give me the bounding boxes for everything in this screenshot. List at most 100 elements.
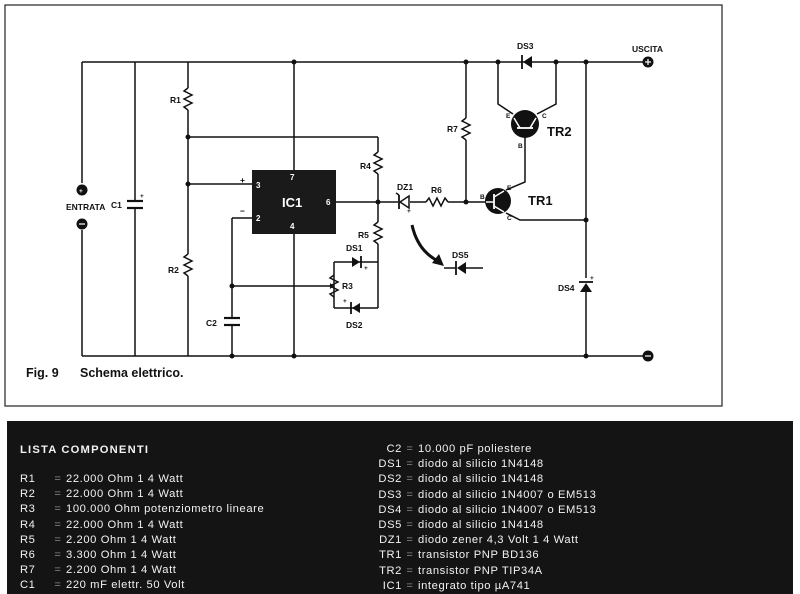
label-ds3: DS3 [517,41,534,51]
component-desc: diodo al silicio 1N4148 [418,473,544,486]
component-row-ds5: DS5 = diodo al silicio 1N4148 [364,519,544,531]
output-terminals [642,56,654,362]
component-desc: integrato tipo µA741 [418,579,531,592]
component-row-r1: R1=22.000 Ohm 1 4 Watt [20,473,183,485]
label-r6: R6 [431,185,442,195]
component-row-ic1: IC1=integrato tipo µA741 [364,580,530,592]
svg-text:E: E [506,113,511,120]
label-c1: C1 [111,200,122,210]
caption-number: Fig. 9 [26,366,59,380]
component-desc: diodo al silicio 1N4007 o EM513 [418,503,597,516]
component-eq: = [54,533,62,546]
label-c2: C2 [206,318,217,328]
label-ds5: DS5 [452,250,469,260]
component-list-title: LISTA COMPONENTI [20,444,150,456]
component-row-c1: C1 = 220 mF elettr. 50 Volt [20,579,185,591]
diode-ds5 [444,261,483,275]
figure-frame [4,4,723,407]
label-tr1: TR1 [528,193,553,208]
component-row-dz1: DZ1=diodo zener 4,3 Volt 1 4 Watt [364,534,579,546]
component-eq: = [406,534,414,547]
component-ref: C2 [386,443,402,455]
component-desc: diodo al silicio 1N4148 [418,458,544,471]
component-row-ds4: DS4 = diodo al silicio 1N4007 o EM513 [364,504,596,516]
component-eq: = [54,579,62,592]
component-row-tr2: TR2=transistor PNP TIP34A [364,565,543,577]
component-ref: DS3 [378,488,402,501]
svg-text:+: + [140,193,144,200]
label-r5: R5 [358,230,369,240]
component-eq: = [406,579,414,592]
component-ref: TR1 [379,549,402,562]
label-uscita: USCITA [632,44,663,54]
diode-ds2: + [343,298,360,314]
component-row-r6: R6 = 3.300 Ohm 1 4 Watt [20,549,177,561]
component-ref: R2 [20,488,36,501]
svg-text:C: C [542,113,547,120]
component-eq: = [406,564,414,577]
component-eq: = [406,503,414,516]
component-ref: R3 [20,503,36,516]
component-eq: = [406,549,414,562]
label-ic1: IC1 [282,195,302,210]
svg-text:+: + [407,208,411,215]
component-ref: DS1 [378,458,402,471]
label-tr2: TR2 [547,124,572,139]
resistor-r4 [372,137,384,202]
component-desc: transistor PNP TIP34A [418,564,543,577]
component-eq: = [54,549,62,561]
component-eq: = [406,443,414,455]
component-row-r2: R2=22.000 Ohm 1 4 Watt [20,488,183,500]
svg-text:+: + [79,188,83,195]
svg-text:C: C [507,215,512,222]
resistor-r5 [372,202,384,262]
component-eq: = [54,488,62,501]
component-desc: 3.300 Ohm 1 4 Watt [66,549,177,561]
component-desc: transistor PNP BD136 [418,549,540,562]
svg-text:+: + [343,298,347,305]
component-ref: R1 [20,473,36,485]
component-eq: = [406,473,414,486]
component-ref: DZ1 [379,534,402,547]
component-desc: 10.000 pF poliestere [418,443,532,455]
component-row-tr1: TR1 = transistor PNP BD136 [364,549,539,561]
component-ref: DS5 [378,519,402,531]
transistor-tr2: E C B [506,110,547,150]
potentiometer-r3 [318,274,340,298]
svg-text:B: B [518,143,523,150]
component-desc: 2.200 Ohm 1 4 Watt [66,564,177,577]
swap-arrow [410,224,441,264]
label-r7: R7 [447,124,458,134]
label-ds2: DS2 [346,320,363,330]
input-terminals: + [76,184,88,230]
label-r4: R4 [360,161,371,171]
label-ds1: DS1 [346,243,363,253]
label-r1: R1 [170,95,181,105]
component-ref: R7 [20,564,36,577]
component-ref: C1 [20,579,36,592]
svg-text:−: − [240,206,245,216]
component-desc: 100.000 Ohm potenziometro lineare [66,503,265,516]
svg-text:7: 7 [290,173,295,182]
diode-ds4: + [579,275,594,292]
zener-dz1: + [395,192,411,215]
component-row-r4: R4=22.000 Ohm 1 4 Watt [20,519,183,531]
capacitor-c1: + [127,62,144,356]
caption-text: Schema elettrico. [80,366,184,380]
component-desc: diodo al silicio 1N4148 [418,519,544,531]
svg-text:6: 6 [326,198,331,207]
component-eq: = [406,519,414,531]
component-row-r7: R7=2.200 Ohm 1 4 Watt [20,564,177,576]
component-row-ds3: DS3=diodo al silicio 1N4007 o EM513 [364,489,596,501]
component-ref: DS4 [378,503,402,516]
label-r3: R3 [342,281,353,291]
component-eq: = [54,518,62,531]
circuit-schematic: + ENTRATA + C1 R1 R2 IC1 3 7 6 2 4 + − [4,4,723,407]
component-row-r3: R3=100.000 Ohm potenziometro lineare [20,503,264,515]
svg-text:B: B [480,194,485,201]
component-desc: 220 mF elettr. 50 Volt [66,579,185,592]
component-desc: 22.000 Ohm 1 4 Watt [66,473,184,485]
component-ref: R6 [20,549,36,561]
resistor-r6 [425,196,486,208]
